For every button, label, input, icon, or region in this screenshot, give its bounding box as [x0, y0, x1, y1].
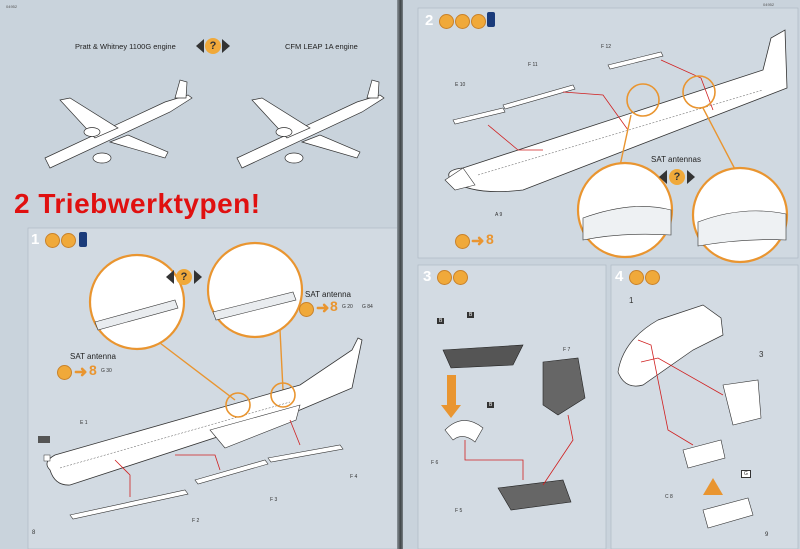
part-b-tag-1: B [437, 318, 445, 324]
step2-fuselage [448, 29, 788, 192]
left-header-code: 04952 [6, 4, 18, 9]
glue-icon [45, 233, 60, 248]
nose-section [617, 304, 724, 387]
option-left-arrow-icon [196, 39, 204, 53]
step1-detail-circle-right [206, 241, 304, 339]
step-2-number: 2 [425, 12, 434, 29]
step2-right-arrow-icon [687, 170, 695, 184]
part-strip-f2 [69, 489, 189, 520]
step2-brush-icon [455, 14, 470, 29]
yoke-part [444, 420, 484, 443]
step2-question-icon: ? [669, 169, 685, 185]
part-f2-tag: F 2 [192, 518, 200, 524]
sat-antenna-right-label: SAT antenna [305, 290, 351, 299]
step-4-number: 4 [615, 268, 624, 285]
step4-label-1: 1 [629, 296, 634, 305]
right-page: 04952 03/21-01 [403, 0, 800, 549]
decal-icon-left [57, 365, 72, 380]
step4-label-3: 3 [759, 350, 764, 359]
step3-brush-icon [453, 270, 468, 285]
count-left: 8 [89, 362, 97, 378]
left-page-number: 8 [32, 530, 36, 536]
part-g20-tag: G 20 [342, 304, 353, 310]
step4-glue-icon [629, 270, 644, 285]
part-f7-tag: F 7 [563, 347, 571, 353]
step2-glue-icon [439, 14, 454, 29]
sat-antenna-left-label: SAT antenna [70, 352, 116, 361]
option-right-arrow-icon [222, 39, 230, 53]
part-b-tag-3: B [487, 402, 495, 408]
down-arrow-icon [447, 375, 456, 405]
paint-brush-icon [61, 233, 76, 248]
step-3-number: 3 [423, 268, 432, 285]
part-g30-tag: G 30 [101, 368, 112, 374]
part-f4-tag: F 4 [350, 474, 358, 480]
left-page: 04952 Pratt & Whitney 1100G engine CFM L… [0, 0, 398, 549]
pw-engine-label: Pratt & Whitney 1100G engine [75, 42, 176, 51]
part-e1-tag: E 1 [80, 420, 88, 426]
part-a9-tag: A 9 [495, 212, 503, 218]
step1-question-icon: ? [176, 269, 192, 285]
cockpit-floor-part [497, 479, 572, 511]
pw-engine-aircraft-illustration [44, 79, 193, 169]
step1-left-arrow-icon [166, 270, 174, 284]
step2-decal-icon [455, 234, 470, 249]
step2-left-arrow-icon [659, 170, 667, 184]
cockpit-panel-part [442, 344, 524, 369]
cfm-engine-label: CFM LEAP 1A engine [285, 42, 358, 51]
right-header-code-a: 04952 [763, 2, 775, 7]
part-c8-tag: C 8 [665, 494, 673, 500]
left-page-illustrations [27, 79, 398, 549]
right-page-illustrations [417, 7, 799, 549]
part-f11-tag: F 11 [528, 62, 538, 68]
step2-count: 8 [486, 231, 494, 247]
seat-part [542, 357, 586, 416]
part-g84-tag: G 84 [362, 304, 373, 310]
part-strip-f3 [194, 459, 269, 485]
question-mark-icon: ? [205, 38, 221, 54]
part-b-tag-2: B [467, 312, 475, 318]
part-f3-tag: F 3 [270, 497, 278, 503]
book-spine [397, 0, 404, 549]
sat-antennas-label: SAT antennas [651, 155, 701, 164]
decal-icon-right [299, 302, 314, 317]
part-f12-tag: F 12 [601, 44, 612, 50]
step1-fuselage [46, 337, 363, 486]
cfm-engine-aircraft-illustration [236, 79, 385, 169]
engine-type-annotation: 2 Triebwerktypen! [14, 188, 261, 219]
part-g-tag: G [741, 470, 751, 478]
part-f5-tag: F 5 [455, 508, 463, 514]
step1-right-arrow-icon [194, 270, 202, 284]
step3-glue-icon [437, 270, 452, 285]
part-f6-tag: F 6 [431, 460, 439, 466]
step2-paint-icon [471, 14, 486, 29]
part-strip-f4 [267, 444, 344, 463]
step2-paint-pot-icon [487, 12, 495, 27]
paint-pot-icon [79, 232, 87, 247]
step4-brush-icon [645, 270, 660, 285]
part-e10-tag: E 10 [455, 82, 466, 88]
count-right: 8 [330, 298, 338, 314]
step-1-number: 1 [31, 231, 40, 248]
right-page-number: 9 [765, 532, 769, 538]
